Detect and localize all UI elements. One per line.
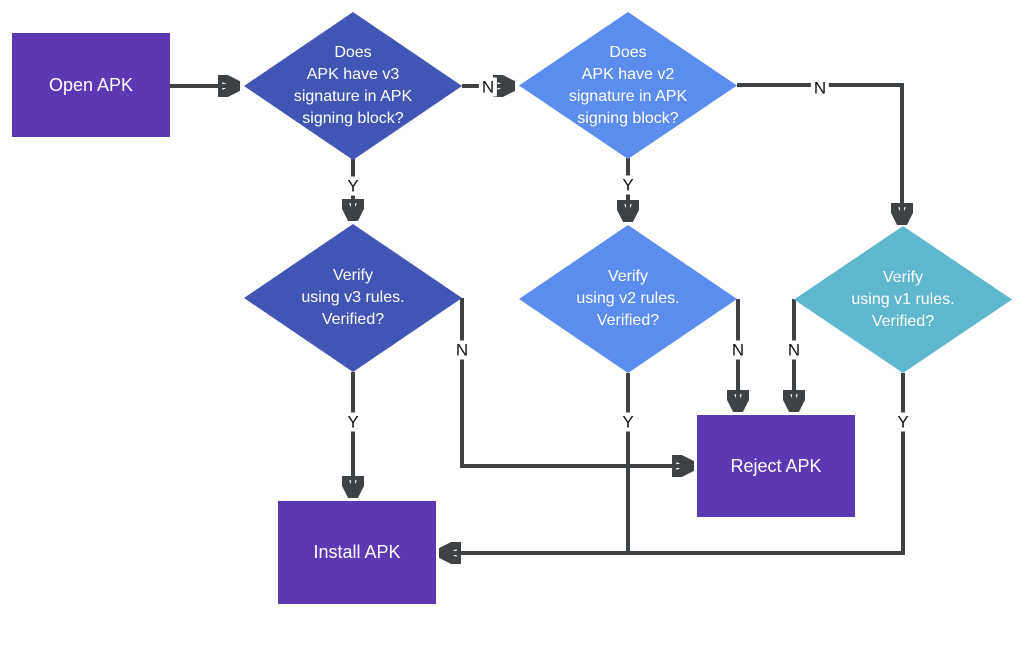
edge-label-verify-v1-yes: Y: [894, 412, 912, 432]
edge-label-check-v2-no: N: [810, 78, 830, 98]
node-reject-apk: Reject APK: [697, 415, 855, 517]
edge-label-check-v3-yes: Y: [344, 176, 362, 196]
node-install-apk: Install APK: [278, 501, 436, 604]
node-check-v2-label: Does APK have v2 signature in APK signin…: [568, 43, 688, 127]
edge-check-v2-no-to-verify-v1: [737, 83, 902, 225]
edge-label-verify-v2-no: N: [728, 340, 748, 360]
node-verify-v1-label: Verify using v1 rules. Verified?: [851, 268, 955, 330]
node-install-apk-label: Install APK: [313, 542, 401, 562]
edge-label-check-v3-no: N: [478, 77, 498, 97]
edge-label-verify-v1-no: N: [784, 340, 804, 360]
node-open-apk: Open APK: [12, 33, 170, 137]
node-reject-apk-label: Reject APK: [730, 455, 822, 476]
node-verify-v2-label: Verify using v2 rules. Verified?: [576, 268, 680, 329]
node-open-apk-label: Open APK: [48, 74, 134, 95]
edge-label-check-v2-yes: Y: [619, 175, 637, 195]
edge-label-verify-v2-yes: Y: [619, 412, 637, 432]
edge-verify-v1-yes-to-install-apk: [439, 373, 905, 553]
edge-label-verify-v3-yes: Y: [344, 412, 362, 432]
node-check-v3-label: Does APK have v3 signature in APK signin…: [293, 44, 413, 127]
edge-label-verify-v3-no: N: [452, 340, 472, 360]
node-verify-v3-label: Verify using v3 rules. Verified?: [301, 267, 405, 328]
